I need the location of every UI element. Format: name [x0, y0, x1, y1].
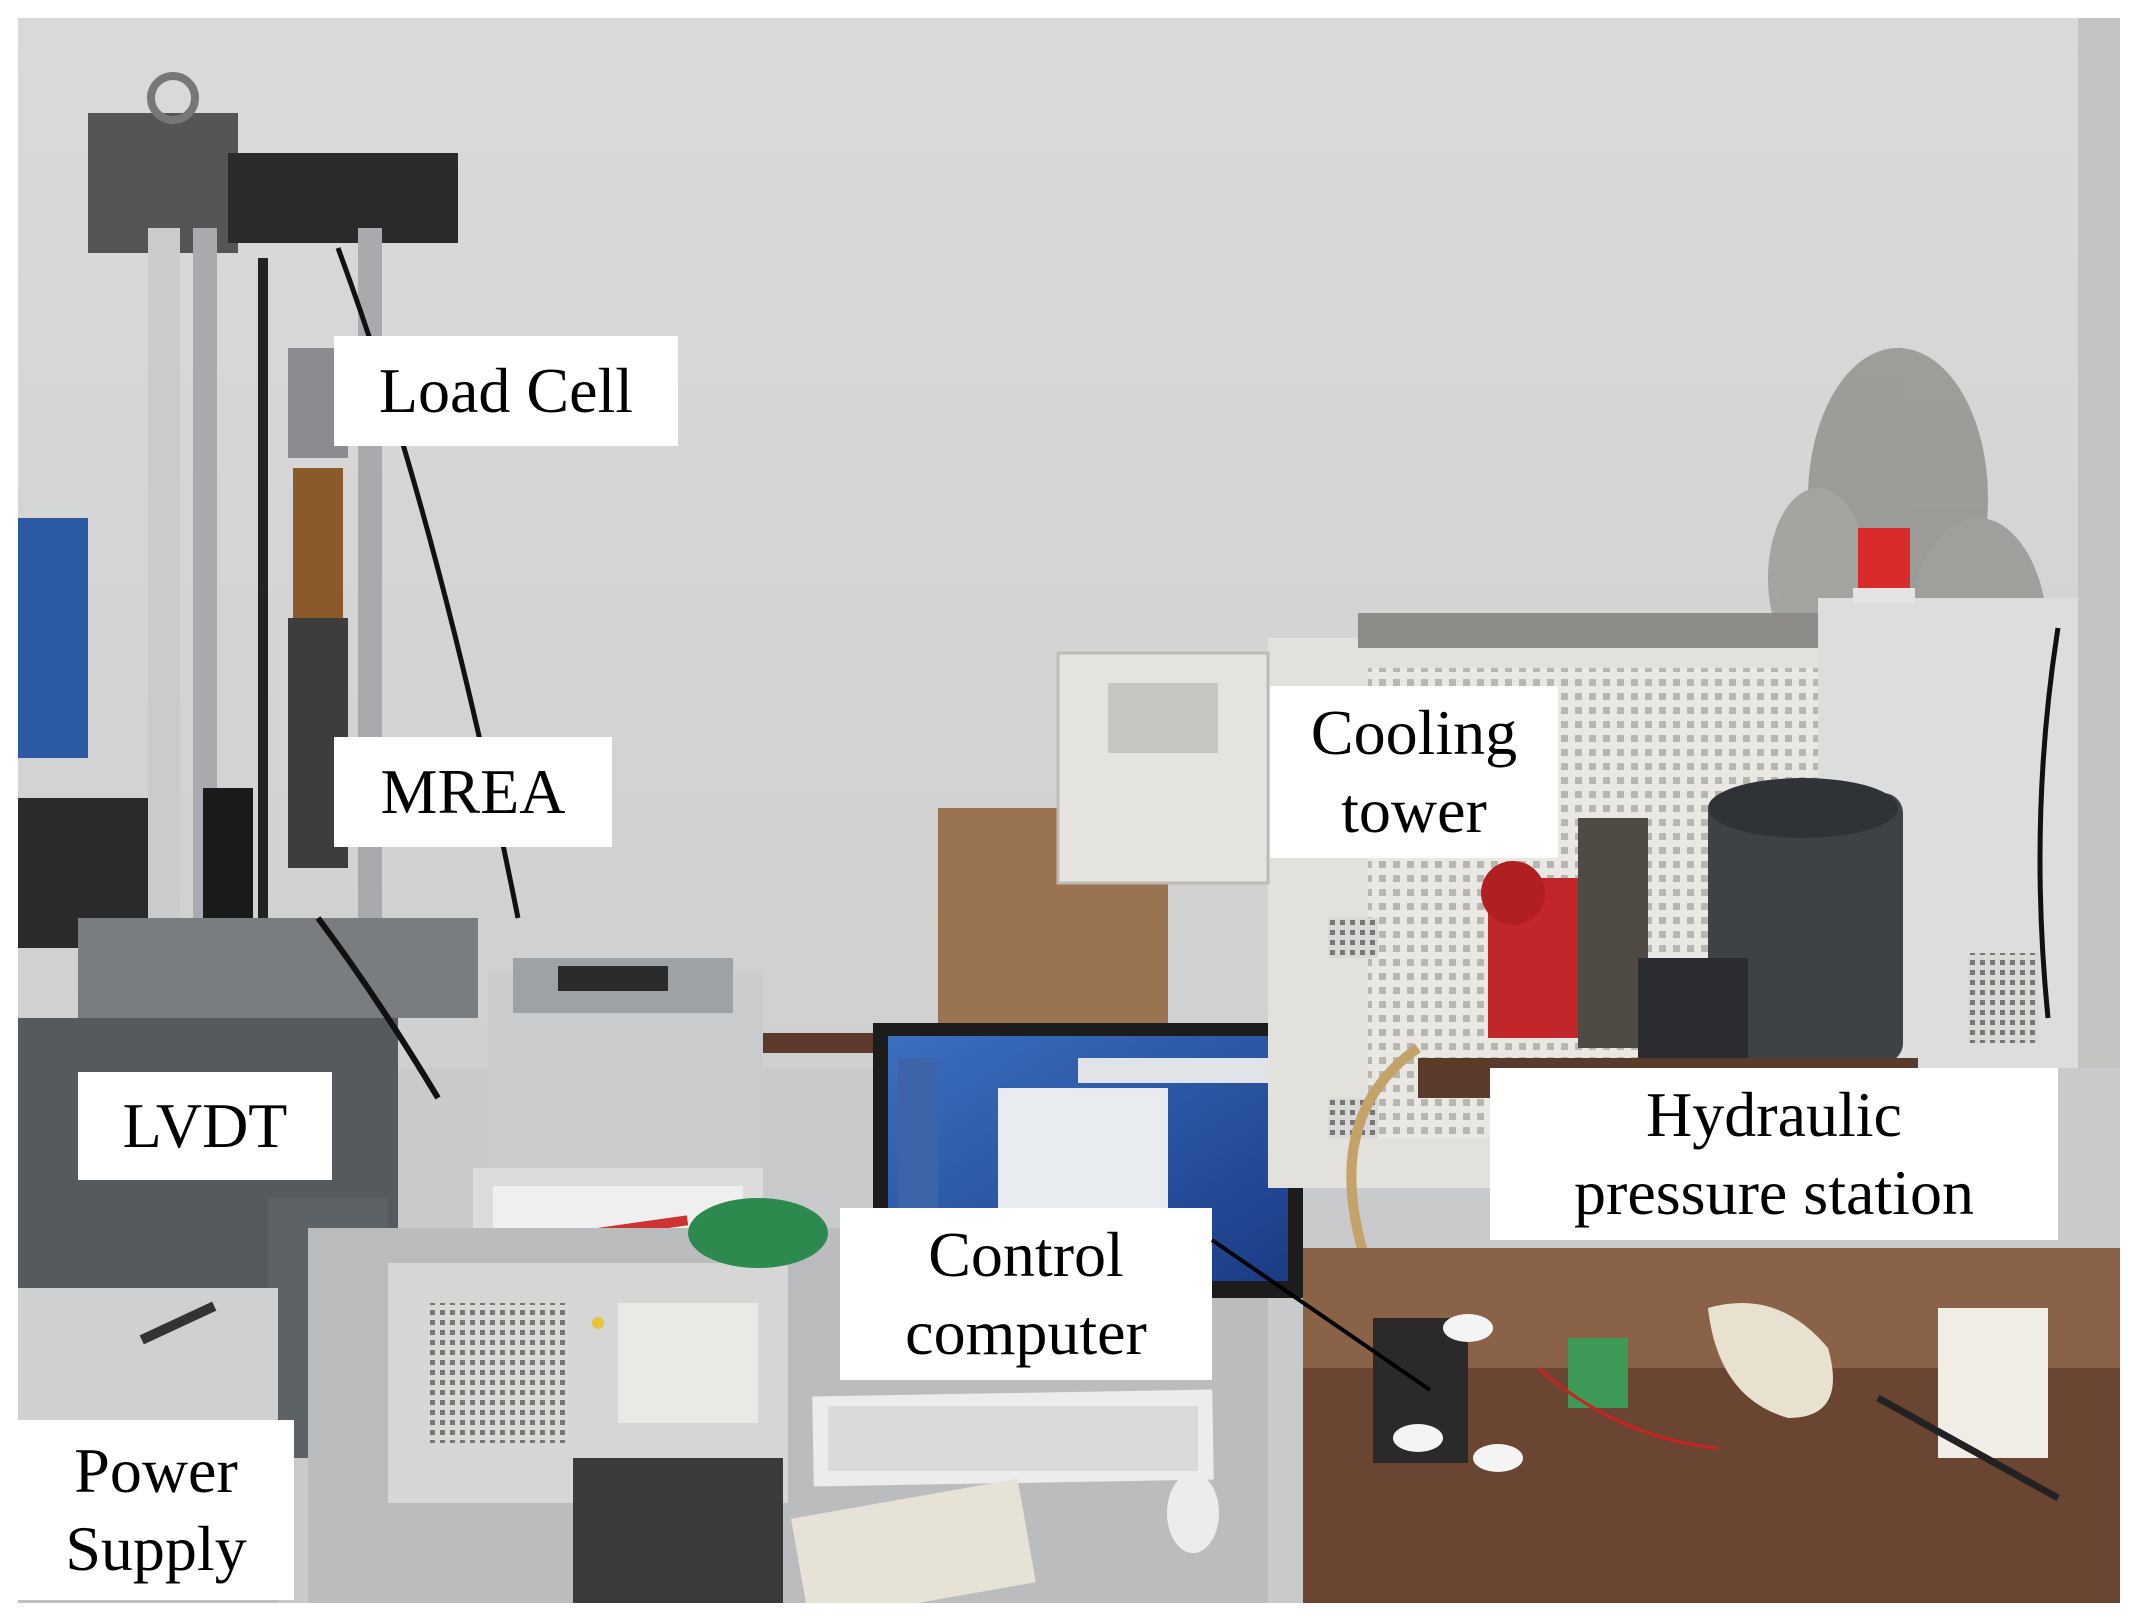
label-control-computer: Control computer	[840, 1208, 1212, 1380]
label-mrea-line: MREA	[380, 756, 566, 827]
label-mrea: MREA	[334, 737, 612, 847]
notebook	[791, 1478, 1036, 1603]
computer-case	[388, 1263, 788, 1603]
mouse	[1167, 1473, 1219, 1553]
label-hydraulic-station-line-2: pressure station	[1574, 1157, 1974, 1228]
testing-machine	[18, 72, 521, 1458]
label-power-supply-line-1: Power	[74, 1435, 238, 1506]
label-control-computer-line-2: computer	[905, 1297, 1147, 1368]
label-hydraulic-station-line-1: Hydraulic	[1646, 1079, 1902, 1150]
label-lvdt: LVDT	[78, 1072, 332, 1180]
label-load-cell-line: Load Cell	[378, 355, 634, 426]
label-cooling-tower-line-1: Cooling	[1310, 697, 1518, 768]
label-power-supply: Power Supply	[18, 1420, 294, 1600]
label-control-computer-line-1: Control	[928, 1219, 1124, 1290]
label-power-supply-line-2: Supply	[65, 1513, 247, 1584]
label-hydraulic-station: Hydraulic pressure station	[1490, 1068, 2058, 1240]
label-load-cell: Load Cell	[334, 336, 678, 446]
desk-right	[1303, 1248, 2120, 1603]
label-cooling-tower: Cooling tower	[1270, 686, 1558, 858]
label-lvdt-line: LVDT	[122, 1090, 288, 1161]
blue-board	[18, 518, 88, 758]
keyboard	[812, 1389, 1214, 1487]
label-cooling-tower-line-2: tower	[1341, 775, 1487, 846]
